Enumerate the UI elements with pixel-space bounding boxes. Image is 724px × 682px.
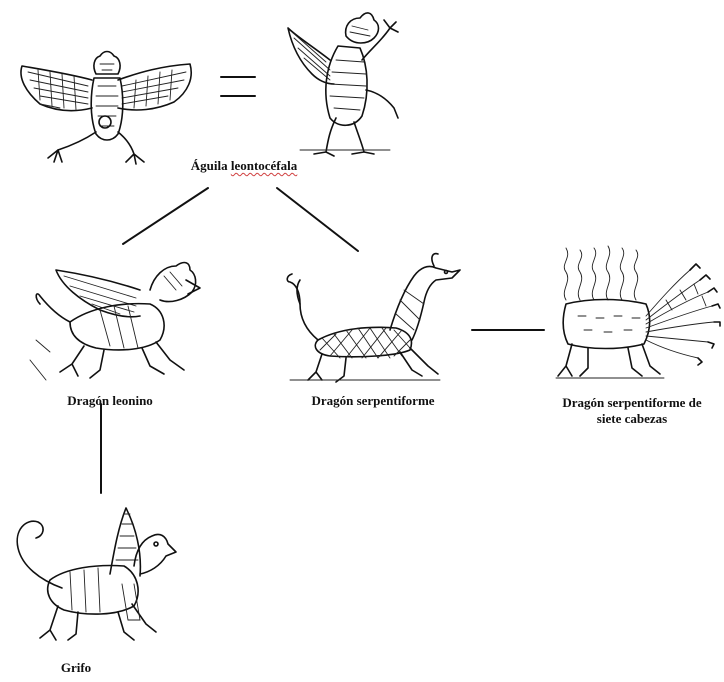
label-leonine-dragon: Dragón leonino: [40, 393, 180, 409]
label-griffin: Grifo: [46, 660, 106, 676]
edge-eagle-serpentine: [277, 188, 358, 251]
serpentine-dragon-illustration: [287, 254, 460, 382]
label-seven-headed-dragon: Dragón serpentiforme de siete cabezas: [540, 395, 724, 427]
edge-eagle-leonine: [123, 188, 208, 244]
leonine-dragon-illustration: [30, 263, 200, 380]
label-serpentine-dragon: Dragón serpentiforme: [288, 393, 458, 409]
label-seven-headed-dragon-line1: Dragón serpentiforme de: [540, 395, 724, 411]
label-seven-headed-dragon-line2: siete cabezas: [540, 411, 724, 427]
lion-headed-eagle-frontal-illustration: [21, 52, 191, 165]
label-lion-headed-eagle-part2: leontocéfala: [231, 158, 297, 173]
label-lion-headed-eagle: Águila leontocéfala: [164, 158, 324, 174]
griffin-illustration: [17, 508, 176, 640]
equals-sign: [221, 77, 255, 96]
lion-headed-eagle-standing-illustration: [288, 13, 398, 156]
label-lion-headed-eagle-part1: Águila: [191, 158, 231, 173]
seven-headed-dragon-illustration: [556, 246, 720, 378]
